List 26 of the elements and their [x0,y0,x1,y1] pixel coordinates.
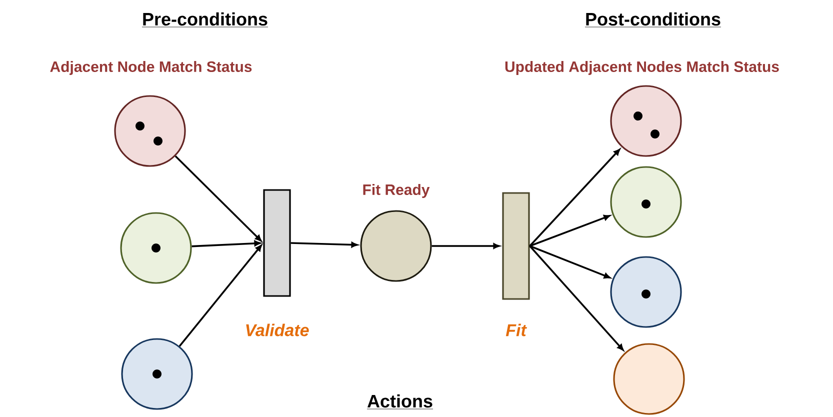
arrow [529,245,610,278]
arrow [529,214,610,247]
place-circle [613,343,685,415]
arrow [529,148,620,247]
arrow [529,245,624,351]
place-circle [120,212,192,284]
section-heading: Pre-conditions [142,12,268,28]
place-circle [114,95,186,167]
transition-bar [263,189,291,297]
arrow [192,240,261,248]
transition-bar [502,192,530,300]
node-label: Validate [246,324,309,336]
place-circle [610,256,682,328]
node-label: Fit [506,324,527,336]
arrow [290,242,358,248]
arrow [178,244,262,347]
arrow [174,156,262,242]
group-label: Adjacent Node Match Status [50,61,252,75]
arrow [432,243,500,249]
place-circle [360,210,432,282]
section-heading: Actions [366,394,434,410]
section-heading: Post-conditions [584,12,722,28]
place-circle [610,166,682,238]
place-circle [610,85,682,157]
place-circle [121,338,193,410]
node-label: Fit Ready [363,184,430,198]
